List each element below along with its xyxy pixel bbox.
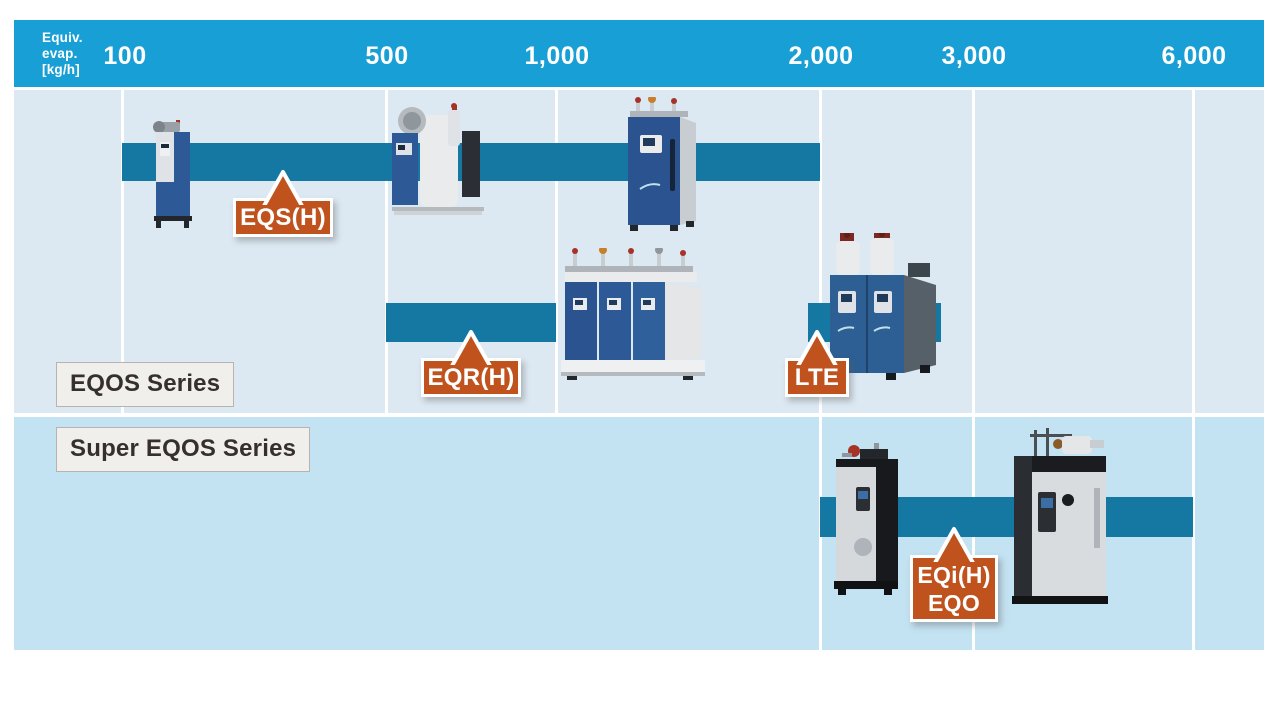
eqos-series-label-text: EQOS Series bbox=[70, 370, 221, 397]
axis-tick-100: 100 bbox=[103, 42, 147, 70]
axis-unit-line: Equiv. bbox=[42, 30, 83, 45]
super-eqos-series-section: EQi(H) EQO Super EQOS Series bbox=[14, 417, 1264, 650]
gridline-100 bbox=[121, 90, 124, 413]
eqi-pointer-label: EQi(H) EQO bbox=[910, 526, 998, 622]
axis-unit-line: evap. bbox=[42, 46, 78, 61]
super-eqos-series-label-text: Super EQOS Series bbox=[70, 435, 297, 462]
eqs-pointer-label: EQS(H) bbox=[233, 169, 333, 237]
capacity-axis-header: Equiv. evap. [kg/h] 100 500 1,000 2,000 … bbox=[14, 20, 1264, 87]
gridline-6000 bbox=[1192, 90, 1195, 413]
gridline-3000 bbox=[972, 90, 975, 413]
axis-tick-6000: 6,000 bbox=[1161, 42, 1227, 70]
product-label-eqi-line2: EQO bbox=[927, 589, 981, 616]
axis-tick-3000: 3,000 bbox=[941, 42, 1007, 70]
eqo-large-boiler-image bbox=[1006, 428, 1114, 606]
lte-twin-boiler-image bbox=[822, 233, 946, 385]
pointer-triangle-icon bbox=[796, 330, 838, 365]
gridline-2000 bbox=[819, 90, 822, 413]
axis-unit-label: Equiv. evap. [kg/h] bbox=[42, 30, 83, 78]
gridline-6000 bbox=[1192, 417, 1195, 650]
product-label-eqr-text: EQR(H) bbox=[427, 363, 515, 391]
eqi-compact-boiler-image bbox=[830, 443, 906, 597]
product-label-lte-text: LTE bbox=[794, 363, 840, 391]
axis-unit-line: [kg/h] bbox=[42, 62, 80, 77]
product-label-eqs-text: EQS(H) bbox=[240, 203, 326, 231]
product-label-eqi-line1: EQi(H) bbox=[917, 561, 991, 588]
axis-tick-500: 500 bbox=[365, 42, 409, 70]
product-label-lte: LTE bbox=[785, 358, 849, 397]
axis-tick-1000: 1,000 bbox=[524, 42, 590, 70]
pointer-triangle-icon bbox=[933, 527, 975, 562]
lte-pointer-label: LTE bbox=[785, 329, 849, 397]
super-eqos-series-label: Super EQOS Series bbox=[56, 427, 311, 472]
product-label-eqi-eqo: EQi(H) EQO bbox=[910, 555, 998, 622]
eqs-compact-boiler-image bbox=[150, 118, 196, 230]
eq-single-boiler-image bbox=[620, 97, 704, 239]
pointer-triangle-icon bbox=[450, 330, 492, 365]
eqs-large-boiler-image bbox=[392, 103, 488, 218]
gridline-500 bbox=[385, 90, 388, 413]
pointer-triangle-icon bbox=[262, 170, 304, 205]
eqr-pointer-label: EQR(H) bbox=[421, 329, 521, 397]
eqos-series-label: EQOS Series bbox=[56, 362, 235, 407]
gridline-1000 bbox=[555, 90, 558, 413]
axis-tick-2000: 2,000 bbox=[788, 42, 854, 70]
eq-triple-module-boiler-image bbox=[553, 248, 717, 380]
eqos-series-section: EQS(H) EQR(H) LTE EQOS Series bbox=[14, 90, 1264, 413]
